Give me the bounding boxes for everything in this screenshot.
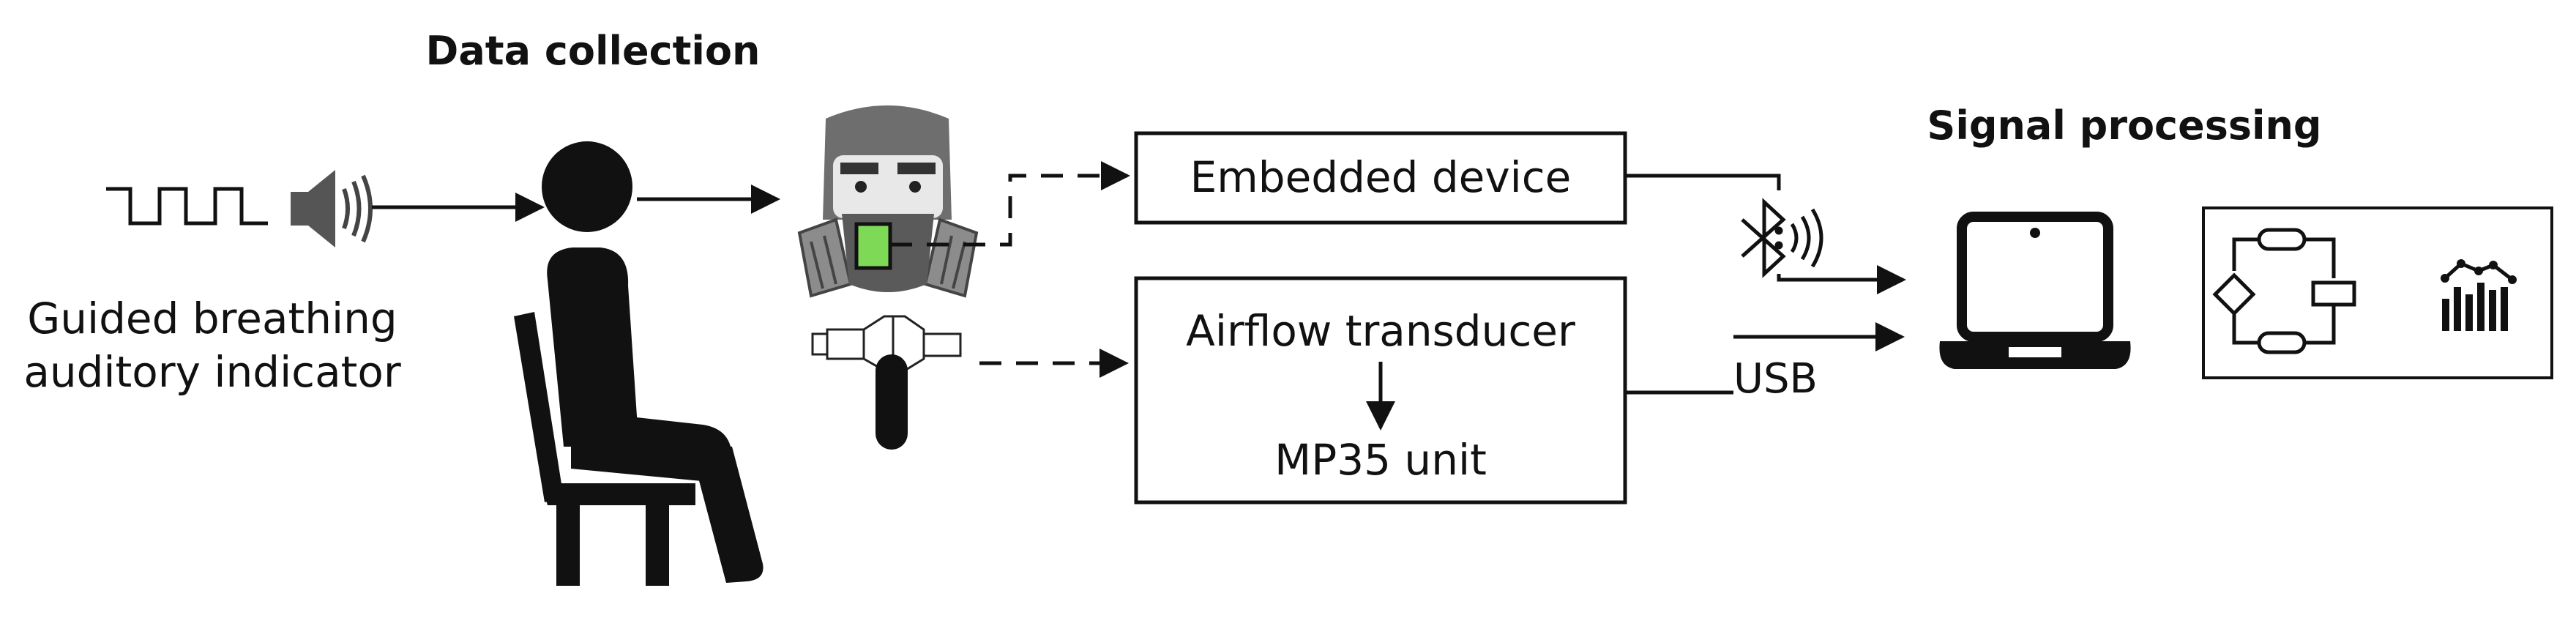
bluetooth-icon (1741, 198, 1823, 278)
embedded-device-box (1134, 131, 1627, 225)
dashed-link-mask-to-embedded (890, 161, 1130, 247)
embedded-device-label: Embedded device (1190, 152, 1572, 202)
square-wave-icon (106, 187, 268, 226)
bar-chart-icon (2441, 259, 2517, 331)
indicator-label-line2: auditory indicator (23, 347, 401, 397)
airflow-sensor-icon (811, 315, 962, 450)
person-seated-icon (514, 141, 764, 586)
mp35-unit-label: MP35 unit (1274, 435, 1487, 485)
speaker-icon (291, 170, 373, 247)
link-embedded-to-bluetooth (1625, 174, 1781, 190)
flowchart-icon (2212, 228, 2356, 354)
usb-label: USB (1733, 355, 1818, 403)
section-title-signal-processing: Signal processing (1927, 103, 2321, 149)
airflow-transducer-label: Airflow transducer (1186, 306, 1575, 356)
gas-mask-icon (797, 105, 979, 298)
signal-processing-box (2202, 206, 2553, 379)
laptop-icon (1939, 212, 2131, 369)
indicator-label-line1: Guided breathing (27, 294, 397, 343)
section-title-data-collection: Data collection (426, 28, 761, 74)
arrow-bluetooth-to-laptop (1777, 265, 1906, 294)
